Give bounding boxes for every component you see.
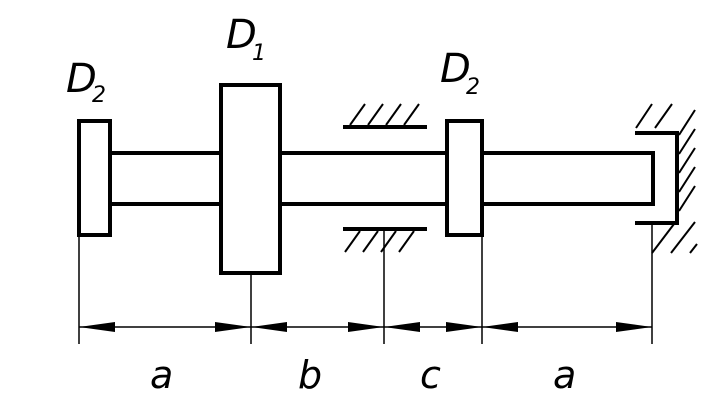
arrow-head [384,322,420,332]
arrow-head [251,322,287,332]
dim-label-a-left: a [150,353,173,397]
disk-d2-right [445,119,484,237]
dim-label-b: b [298,353,322,397]
disk-d1-large [219,83,282,275]
extension-lines [78,223,653,344]
bearing-bottom-hatch [344,230,415,253]
support-bracket [635,131,679,225]
arrow-head [79,322,115,332]
label-disk-d2-left: D 2 [66,56,106,108]
dimension-arrows [79,322,652,332]
arrow-head [482,322,518,332]
shaft-segment-right [480,151,655,206]
arrow-head [348,322,384,332]
dim-label-a-right: a [553,353,576,397]
label-disk-d2-right: D 2 [440,46,480,100]
label-disk-d1-large: D 1 [226,12,266,66]
dim-label-c: c [420,353,441,397]
arrow-head [616,322,652,332]
label-subscript: 2 [466,75,480,100]
label-main: D [226,12,257,58]
fixed-support-right [635,103,698,254]
bearing-top-hatch [349,103,420,126]
shaft-segment-middle [278,151,449,206]
label-main: D [440,46,471,92]
label-subscript: 1 [252,41,266,66]
arrow-head [446,322,482,332]
label-subscript: 2 [92,83,106,108]
bearing-middle [343,103,427,253]
shaft-segment-left [108,151,223,206]
support-hatch [635,103,698,254]
arrow-head [215,322,251,332]
disk-d2-left [77,119,112,237]
dimension-line [79,322,652,332]
label-main: D [66,56,97,102]
